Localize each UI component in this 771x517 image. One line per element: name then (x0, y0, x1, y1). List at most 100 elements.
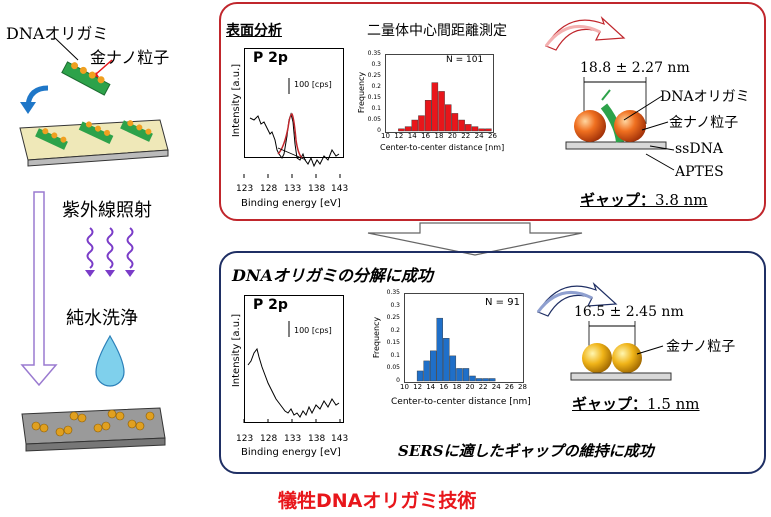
bottom-gap-value: 1.5 nm (647, 395, 700, 413)
process-down-arrow (20, 191, 58, 387)
top-xps-scale: 100 [cps] (294, 80, 332, 89)
y-tick-label: 0.1 (390, 351, 400, 359)
bottom-hist-bars (416, 317, 496, 382)
x-tick-label: 16 (439, 383, 449, 391)
bottom-xps-ylabel: Intensity [a.u.] (231, 313, 243, 388)
y-tick-label: 0.15 (367, 94, 381, 101)
bottom-xps-xtick: 143 (331, 434, 349, 444)
top-hist-xlabel: Center-to-center distance [nm] (380, 143, 505, 152)
histogram-bar (443, 338, 450, 382)
bottom-panel (219, 251, 766, 474)
x-tick-label: 20 (447, 132, 457, 140)
y-tick-label: 0.25 (386, 314, 400, 322)
histogram-bar (423, 360, 430, 382)
histogram-bar (430, 350, 437, 382)
histogram-bar (475, 378, 483, 382)
water-drop-icon (95, 334, 125, 387)
bottom-xps-curve (243, 321, 341, 423)
curved-arrow-blue-head (20, 102, 36, 114)
top-dimer (565, 77, 667, 150)
y-tick-label: 0.05 (367, 116, 381, 123)
y-tick-label: 0.05 (386, 364, 400, 372)
top-section-title: 表面分析 (226, 23, 282, 39)
top-xps-xtick: 123 (236, 184, 254, 194)
top-xps-xtick: 138 (308, 184, 326, 194)
top-panel (219, 2, 766, 221)
y-tick-label: 0.25 (367, 72, 381, 79)
panel-down-arrow (367, 222, 583, 256)
top-hist-bars (398, 82, 492, 132)
histogram-bar (418, 115, 425, 132)
histogram-bar (471, 126, 479, 132)
top-xps-xlabel: Binding energy [eV] (241, 198, 341, 209)
histogram-bar (485, 128, 492, 132)
bottom-gap: ギャップ：1.5 nm (572, 393, 700, 414)
y-tick-label: 0.3 (390, 301, 400, 309)
bottom-xps-xtick: 128 (260, 434, 278, 444)
histogram-bar (449, 355, 457, 382)
bottom-dimer (570, 321, 672, 381)
top-gap-label: ギャップ： (580, 191, 656, 209)
curved-arrow-top (544, 16, 626, 51)
histogram-bar (411, 119, 419, 132)
histogram-bar (404, 126, 412, 132)
bottom-xps-xlabel: Binding energy [eV] (241, 447, 341, 458)
x-tick-label: 26 (504, 383, 514, 391)
top-xps-xtick: 133 (284, 184, 302, 194)
top-xps-xtick: 128 (260, 184, 278, 194)
x-tick-label: 16 (421, 132, 431, 140)
x-tick-label: 14 (426, 383, 436, 391)
y-tick-label: 0 (377, 127, 381, 134)
histogram-bar (456, 368, 463, 382)
process-label-oligo: DNAオリガミ (6, 24, 109, 43)
bottom-gap-label: ギャップ： (572, 395, 648, 413)
histogram-bar (398, 128, 405, 132)
histogram-bar (462, 368, 470, 382)
x-tick-label: 18 (434, 132, 444, 140)
histogram-bar (451, 113, 459, 132)
histogram-bar (482, 378, 489, 382)
gold-pointer (94, 59, 113, 76)
histogram-bar (424, 100, 432, 132)
y-tick-label: 0 (396, 377, 400, 384)
top-xps-xtick: 143 (331, 184, 349, 194)
oligo-pointer (54, 37, 79, 61)
curved-arrow-bottom (536, 282, 618, 317)
histogram-bar (416, 370, 424, 382)
x-tick-label: 18 (452, 383, 462, 391)
x-tick-label: 20 (465, 383, 475, 391)
top-label-pointers (623, 95, 675, 171)
bottom-hist-xlabel: Center-to-center distance [nm] (391, 397, 531, 407)
process-illustration (19, 37, 169, 452)
x-tick-label: 24 (474, 132, 484, 140)
top-gap-value: 3.8 nm (655, 191, 708, 209)
top-hist-title: 二量体中心間距離測定 (367, 23, 507, 39)
x-tick-label: 24 (491, 383, 501, 391)
bottom-heading: DNAオリガミの分解に成功 (232, 266, 433, 285)
x-tick-label: 12 (413, 383, 423, 391)
top-label-gold: 金ナノ粒子 (669, 115, 739, 131)
x-tick-label: 22 (478, 383, 488, 391)
top-xps-curve (243, 78, 341, 178)
histogram-bar (465, 124, 472, 132)
x-tick-label: 10 (400, 383, 409, 391)
process-label-uv: 紫外線照射 (62, 200, 152, 221)
top-xps-plot (244, 48, 344, 158)
histogram-bar (469, 375, 476, 382)
top-hist-n: N = 101 (446, 55, 484, 65)
top-xps-ylabel: Intensity [a.u.] (231, 63, 243, 138)
bottom-xps-xtick: 133 (284, 434, 302, 444)
histogram-bar (489, 378, 496, 382)
histogram-bar (436, 317, 443, 382)
caption-title: 犠牲DNAオリガミ技術 (278, 490, 477, 512)
bottom-hist-n: N = 91 (485, 297, 520, 308)
x-tick-label: 22 (461, 132, 471, 140)
x-tick-label: 12 (394, 132, 404, 140)
y-tick-label: 0.2 (390, 326, 400, 334)
top-label-ssdna: ssDNA (675, 141, 723, 157)
bottom-xps-scale: 100 [cps] (294, 326, 332, 335)
histogram-bar (458, 119, 465, 132)
histogram-bar (444, 104, 452, 132)
